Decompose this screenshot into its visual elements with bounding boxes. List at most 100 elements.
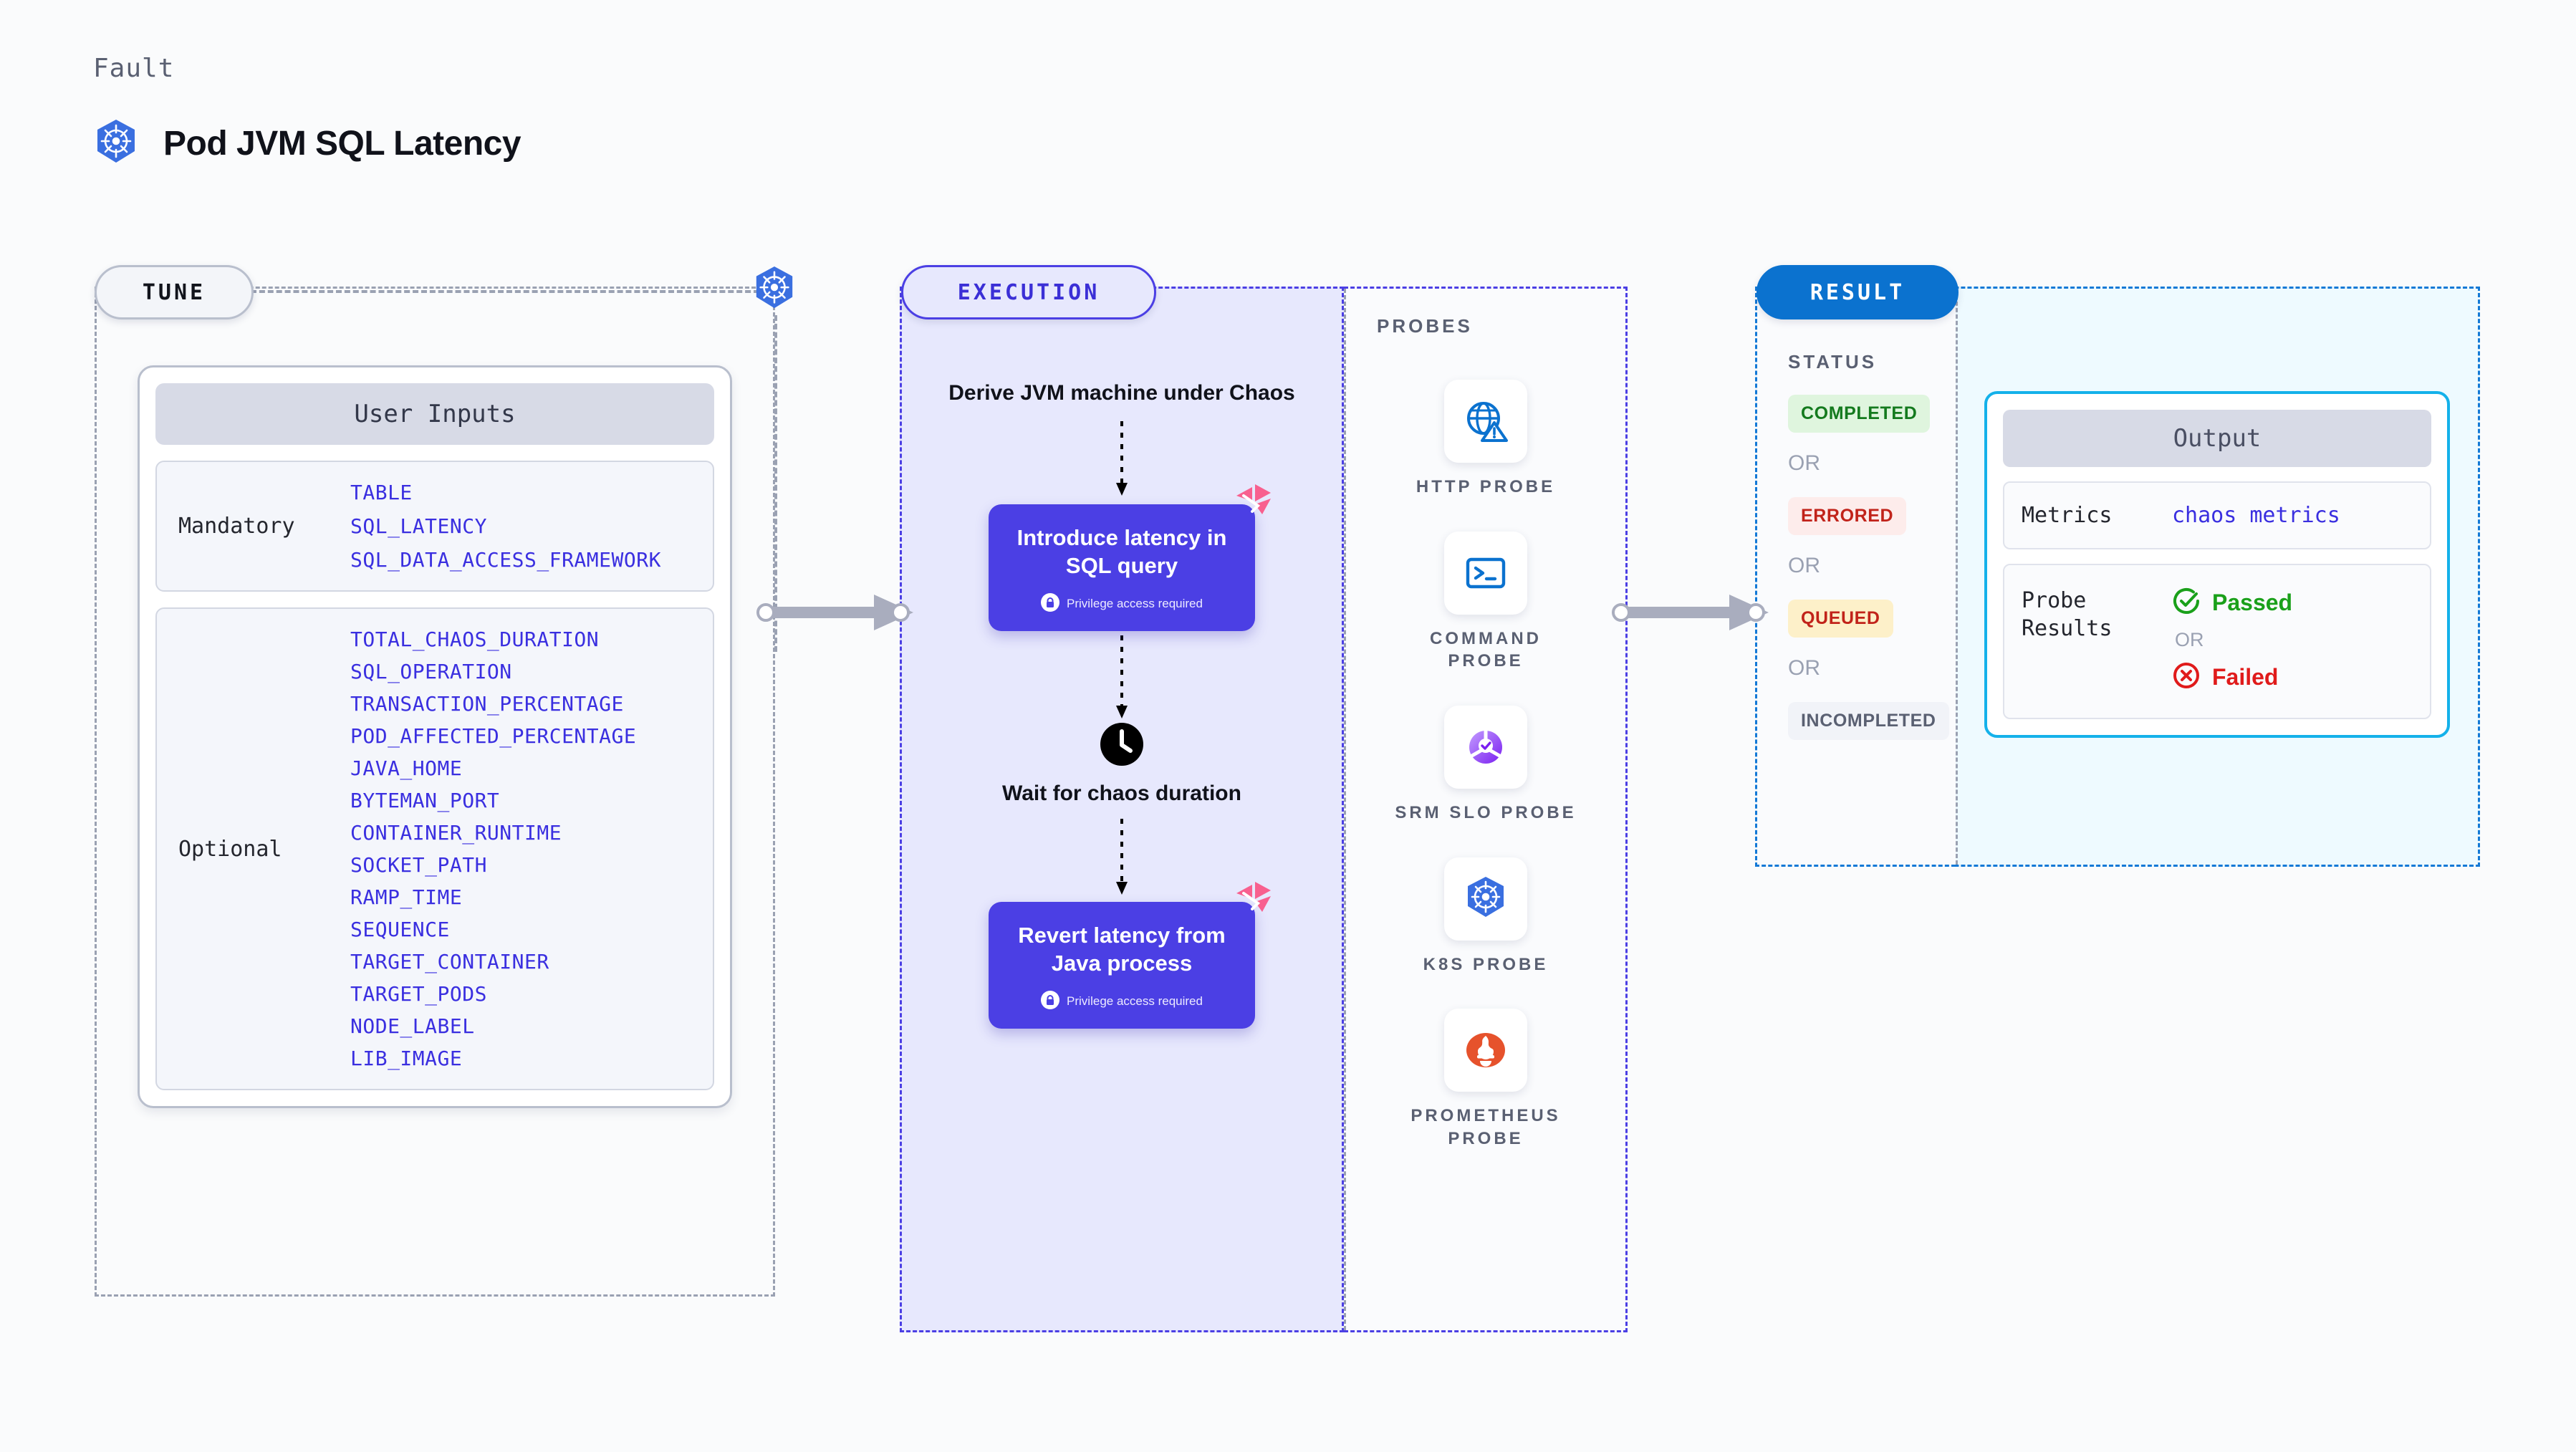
- connector-tune-to-execution: [772, 595, 913, 630]
- x-circle-icon: [2172, 661, 2201, 693]
- optional-label: Optional: [178, 836, 282, 862]
- status-title: STATUS: [1788, 351, 1878, 372]
- param-item[interactable]: JAVA_HOME: [350, 756, 463, 780]
- param-item[interactable]: SQL_LATENCY: [350, 514, 487, 538]
- connector-execution-to-result: [1628, 595, 1769, 630]
- output-probe-results-row: Probe Results Passed OR: [2003, 564, 2431, 719]
- mandatory-param-list: TABLE SQL_LATENCY SQL_DATA_ACCESS_FRAMEW…: [350, 481, 661, 572]
- status-badge-queued: QUEUED: [1788, 600, 1893, 638]
- kubernetes-icon: [752, 265, 797, 317]
- passed-label: Passed: [2212, 590, 2293, 615]
- status-column: STATUS COMPLETED OR ERRORED OR QUEUED OR…: [1755, 287, 1956, 740]
- action-card-introduce-latency[interactable]: Introduce latency in SQL query Privilege…: [989, 484, 1271, 631]
- connector-node-right: [891, 603, 910, 622]
- connector-node-right: [1746, 603, 1765, 622]
- kubernetes-icon: [93, 118, 139, 168]
- probes-divider: [1344, 289, 1346, 1330]
- tune-k8s-drop-line: [774, 315, 777, 652]
- globe-warning-icon: [1444, 380, 1527, 463]
- tune-connector-line: [251, 290, 759, 293]
- kubernetes-icon: [1444, 857, 1527, 941]
- param-item[interactable]: TOTAL_CHAOS_DURATION: [350, 628, 600, 651]
- metrics-value[interactable]: chaos metrics: [2172, 503, 2340, 528]
- step-derive-label: Derive JVM machine under Chaos: [948, 381, 1295, 405]
- execution-flow: Derive JVM machine under Chaos Introduce…: [900, 287, 1344, 1332]
- action-card-title: Revert latency from Java process: [1018, 923, 1226, 976]
- action-card-revert-latency[interactable]: Revert latency from Java process Privile…: [989, 882, 1271, 1029]
- probe-label: HTTP PROBE: [1416, 477, 1556, 496]
- srm-slo-icon: [1444, 706, 1527, 789]
- tune-pill[interactable]: TUNE: [95, 265, 254, 319]
- param-item[interactable]: SOCKET_PATH: [350, 853, 487, 877]
- probes-title: PROBES: [1377, 315, 1473, 337]
- litmus-logo-icon: [1234, 483, 1274, 527]
- metrics-key: Metrics: [2022, 503, 2113, 528]
- probe-results-key: Probe Results: [2022, 588, 2113, 641]
- param-item[interactable]: SEQUENCE: [350, 918, 450, 941]
- param-item[interactable]: TARGET_PODS: [350, 982, 487, 1006]
- param-item[interactable]: BYTEMAN_PORT: [350, 789, 500, 812]
- mandatory-label: Mandatory: [178, 514, 295, 539]
- param-item[interactable]: LIB_IMAGE: [350, 1047, 463, 1070]
- output-card: Output Metrics chaos metrics Probe Resul…: [1984, 391, 2450, 738]
- step-wait-label: Wait for chaos duration: [1002, 781, 1241, 805]
- optional-param-list: TOTAL_CHAOS_DURATION SQL_OPERATION TRANS…: [350, 628, 636, 1070]
- probe-command[interactable]: COMMAND PROBE: [1393, 531, 1579, 673]
- fault-eyebrow-label: Fault: [93, 54, 175, 83]
- arrow-inject-to-wait: [1116, 635, 1128, 718]
- prometheus-icon: [1444, 1009, 1527, 1092]
- optional-param-group: Optional TOTAL_CHAOS_DURATION SQL_OPERAT…: [155, 607, 714, 1090]
- param-item[interactable]: NODE_LABEL: [350, 1014, 475, 1038]
- param-item[interactable]: SQL_OPERATION: [350, 660, 512, 683]
- litmus-logo-icon: [1234, 880, 1274, 924]
- tune-container: [95, 287, 775, 1297]
- probes-column: PROBES HTTP PROBE: [1344, 287, 1628, 1332]
- probe-label: COMMAND PROBE: [1430, 628, 1542, 671]
- probe-k8s[interactable]: K8S PROBE: [1393, 857, 1579, 976]
- probe-result-passed: Passed: [2172, 587, 2292, 619]
- probe-result-failed: Failed: [2172, 661, 2292, 693]
- status-badge-errored: ERRORED: [1788, 497, 1907, 535]
- param-item[interactable]: SQL_DATA_ACCESS_FRAMEWORK: [350, 548, 661, 572]
- terminal-icon: [1444, 531, 1527, 615]
- result-pill[interactable]: RESULT: [1756, 265, 1959, 319]
- probe-prometheus[interactable]: PROMETHEUS PROBE: [1393, 1009, 1579, 1150]
- probe-label: K8S PROBE: [1423, 954, 1549, 974]
- execution-pill[interactable]: EXECUTION: [901, 265, 1156, 319]
- status-divider: [1956, 289, 1958, 865]
- param-item[interactable]: POD_AFFECTED_PERCENTAGE: [350, 724, 637, 748]
- failed-label: Failed: [2212, 664, 2279, 690]
- page-title: Pod JVM SQL Latency: [163, 124, 522, 163]
- privilege-note: Privilege access required: [1001, 592, 1242, 615]
- privilege-label: Privilege access required: [1067, 994, 1203, 1009]
- probe-http[interactable]: HTTP PROBE: [1393, 380, 1579, 499]
- user-inputs-card: User Inputs Mandatory TABLE SQL_LATENCY …: [138, 365, 732, 1108]
- clock-icon: [1099, 721, 1145, 767]
- lock-icon: [1041, 592, 1060, 615]
- probe-label: PROMETHEUS PROBE: [1410, 1106, 1561, 1149]
- param-item[interactable]: TABLE: [350, 481, 413, 504]
- check-circle-icon: [2172, 587, 2201, 619]
- param-item[interactable]: CONTAINER_RUNTIME: [350, 821, 562, 845]
- status-badge-incompleted: INCOMPLETED: [1788, 702, 1949, 740]
- or-separator: OR: [1788, 554, 1820, 577]
- privilege-note: Privilege access required: [1001, 990, 1242, 1013]
- connector-node-left: [756, 603, 775, 622]
- or-separator: OR: [1788, 656, 1820, 680]
- user-inputs-title: User Inputs: [155, 383, 714, 445]
- param-item[interactable]: TRANSACTION_PERCENTAGE: [350, 692, 624, 716]
- probe-srm-slo[interactable]: SRM SLO PROBE: [1393, 706, 1579, 824]
- output-metrics-row: Metrics chaos metrics: [2003, 481, 2431, 549]
- page-title-row: Pod JVM SQL Latency: [93, 118, 522, 168]
- privilege-label: Privilege access required: [1067, 597, 1203, 611]
- status-badge-completed: COMPLETED: [1788, 395, 1931, 433]
- status-column-container: [1755, 287, 1956, 867]
- mandatory-param-group: Mandatory TABLE SQL_LATENCY SQL_DATA_ACC…: [155, 461, 714, 592]
- param-item[interactable]: TARGET_CONTAINER: [350, 950, 549, 973]
- or-separator: OR: [1788, 451, 1820, 475]
- arrow-wait-to-revert: [1116, 819, 1128, 895]
- lock-icon: [1041, 990, 1060, 1013]
- param-item[interactable]: RAMP_TIME: [350, 885, 463, 909]
- probe-label: SRM SLO PROBE: [1395, 803, 1577, 823]
- connector-node-left: [1612, 603, 1630, 622]
